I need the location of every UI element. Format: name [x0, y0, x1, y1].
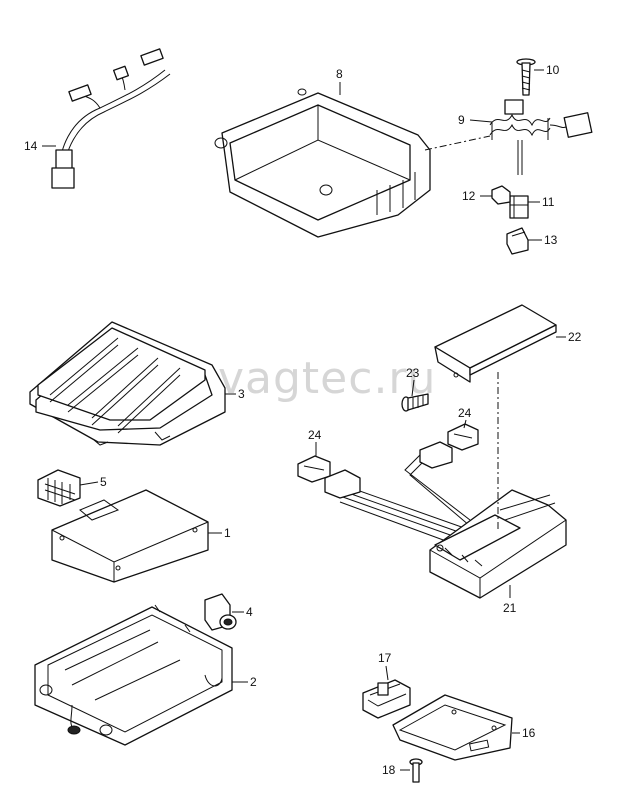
callout-5: 5: [100, 475, 107, 489]
callout-labels: 8 10 9 11 12 13 14 3 5 1 4 2 22 23 24 24…: [24, 63, 582, 777]
callout-12: 12: [462, 189, 476, 203]
part-14-wiring-harness: [51, 48, 171, 189]
callout-21: 21: [503, 601, 517, 615]
callout-3: 3: [238, 387, 245, 401]
callout-1: 1: [224, 526, 231, 540]
part-8-tray: [214, 88, 431, 238]
part-18-screw: [409, 758, 423, 783]
callout-9: 9: [458, 113, 465, 127]
leader-lines: [42, 69, 566, 771]
part-3-module: [29, 321, 226, 446]
part-12-clip: [491, 185, 511, 205]
part-11-connector: [509, 195, 529, 219]
callout-13: 13: [544, 233, 558, 247]
part-4-grommet: [204, 593, 237, 631]
part-5-connector: [37, 469, 81, 507]
callout-24-right: 24: [458, 406, 472, 420]
part-16-base: [392, 694, 513, 761]
callout-24-left: 24: [308, 428, 322, 442]
part-10-screw: [516, 58, 536, 96]
callout-22: 22: [568, 330, 582, 344]
callout-14: 14: [24, 139, 38, 153]
part-13-connector: [506, 227, 529, 255]
part-17-clip: [362, 679, 411, 719]
part-21-housing: [324, 441, 567, 599]
assembly-line-8-9: [424, 135, 491, 151]
callout-23: 23: [406, 366, 420, 380]
part-22-cover: [434, 304, 557, 383]
callout-10: 10: [546, 63, 560, 77]
part-1-control-unit: [51, 489, 209, 583]
callout-8: 8: [336, 67, 343, 81]
callout-18: 18: [382, 763, 396, 777]
callout-16: 16: [522, 726, 536, 740]
callout-11: 11: [542, 195, 555, 209]
callout-4: 4: [246, 605, 253, 619]
part-23-screw: [401, 393, 429, 412]
part-9-antenna-coil: [489, 99, 593, 175]
part-24-connector-b: [447, 423, 479, 451]
part-2-bracket: [34, 604, 233, 746]
watermark-text: vagtec.ru: [218, 353, 436, 404]
callout-2: 2: [250, 675, 257, 689]
callout-17: 17: [378, 651, 392, 665]
